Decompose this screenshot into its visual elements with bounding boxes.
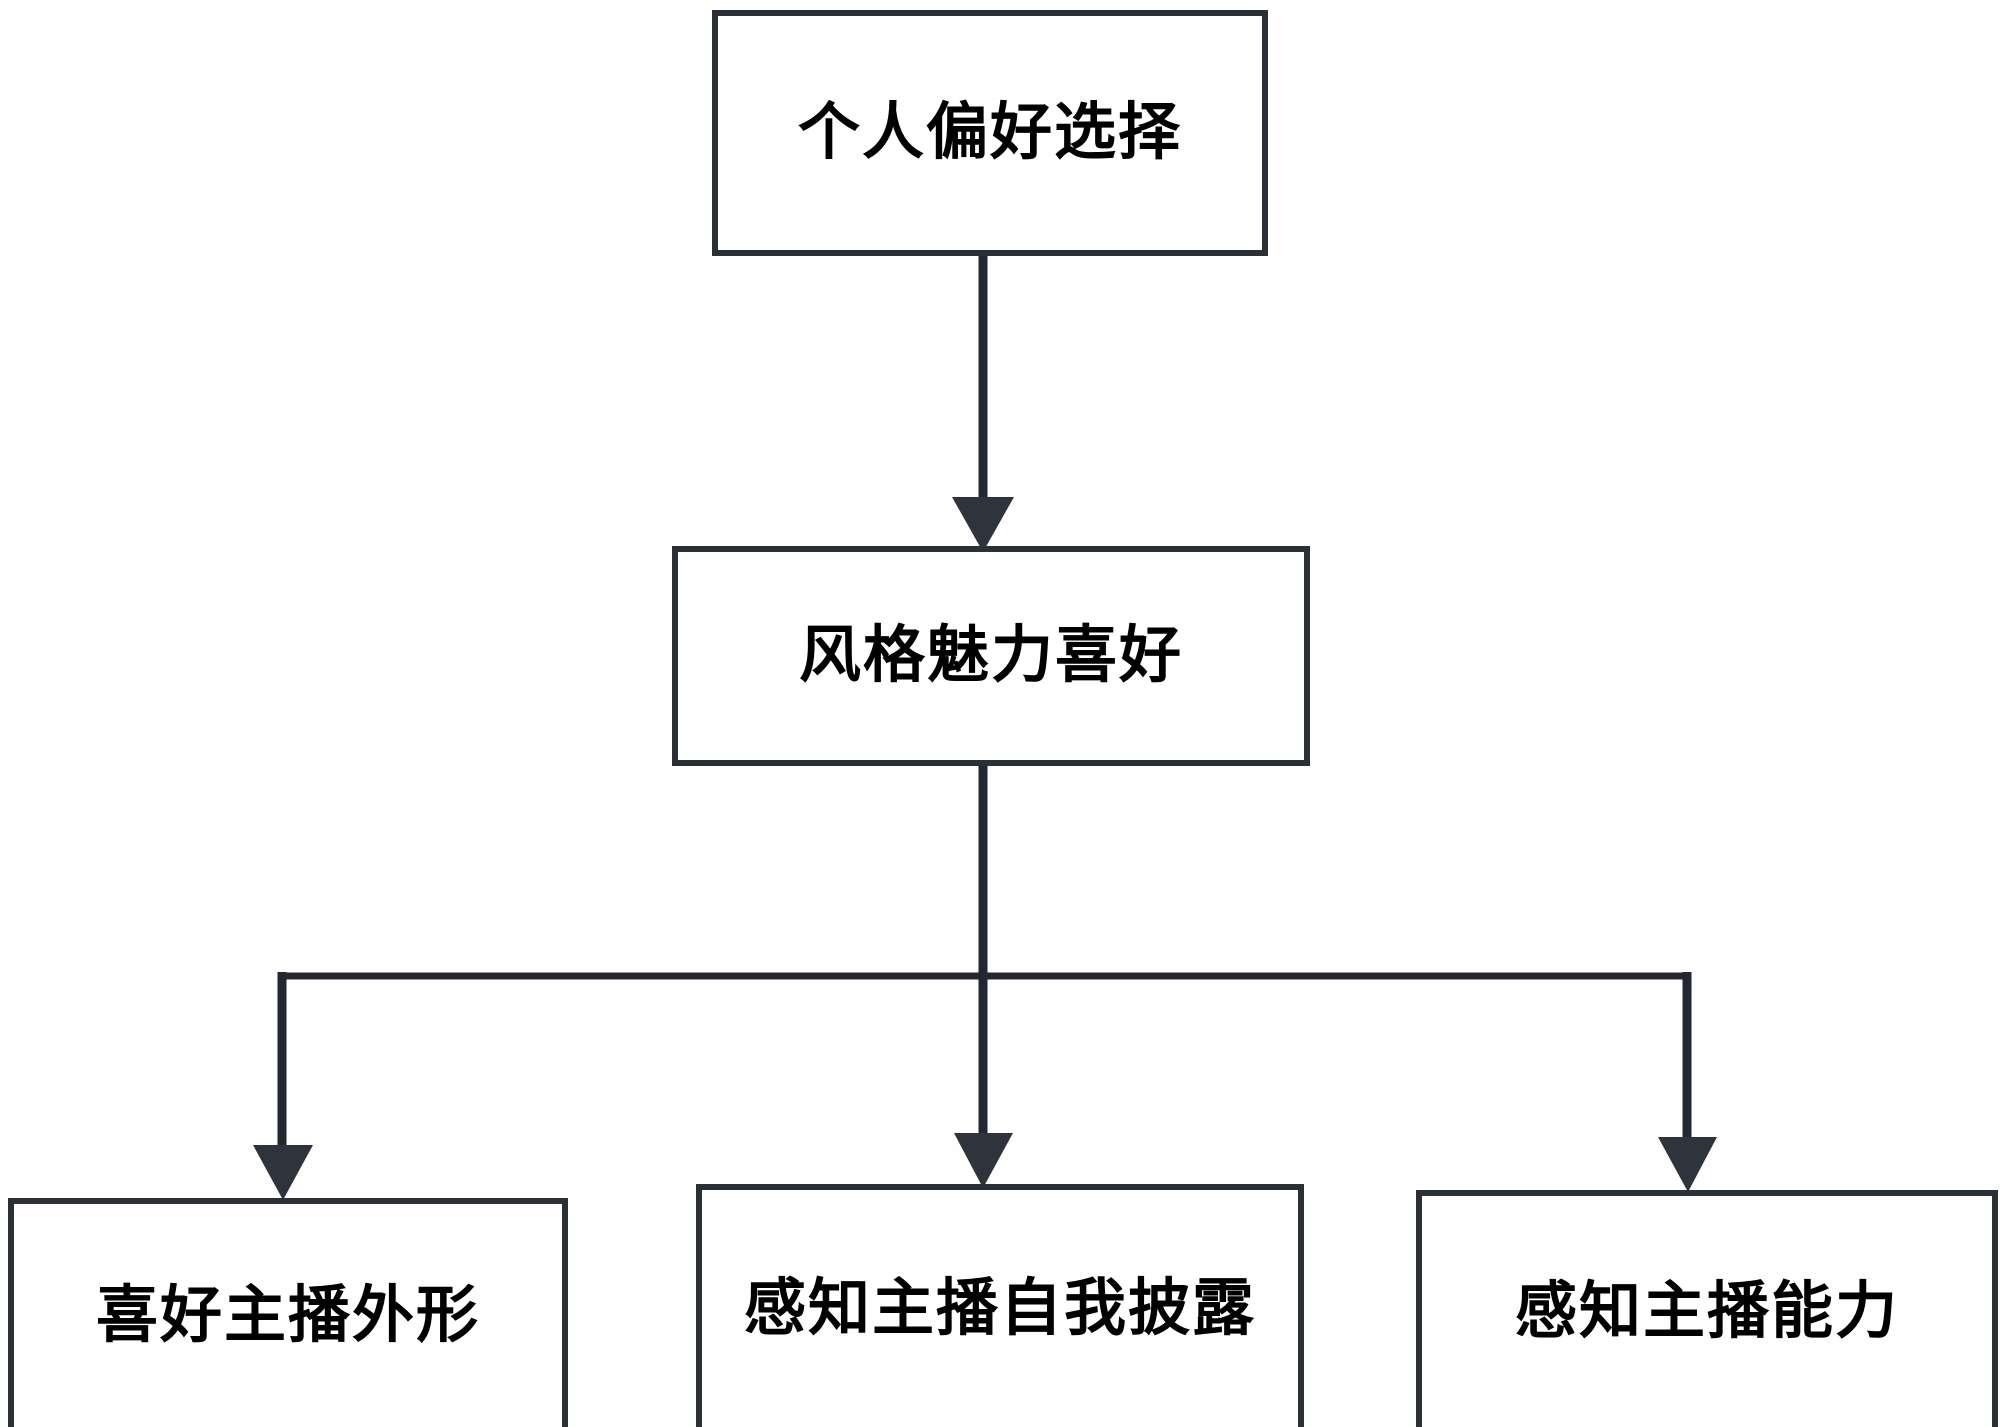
node-label: 风格魅力喜好 xyxy=(798,621,1183,691)
edge-root-to-style-arrowhead xyxy=(952,497,1014,552)
edge-style-to-leaf3-arrowhead xyxy=(1658,1137,1717,1192)
edge-style-to-leaf2 xyxy=(954,976,1013,1188)
node-perceived-host-self-disclosure[interactable]: 感知主播自我披露 xyxy=(696,1184,1304,1427)
node-label: 喜好主播外形 xyxy=(95,1280,480,1350)
node-personal-preference-choice[interactable]: 个人偏好选择 xyxy=(712,10,1268,256)
edge-root-to-style xyxy=(952,256,1014,552)
node-prefer-host-appearance[interactable]: 喜好主播外形 xyxy=(8,1198,568,1427)
edge-style-to-leaf1-arrowhead xyxy=(253,1145,313,1200)
node-label: 个人偏好选择 xyxy=(797,98,1182,168)
edge-style-to-leaf2-arrowhead xyxy=(954,1133,1013,1188)
node-perceived-host-ability[interactable]: 感知主播能力 xyxy=(1416,1190,1998,1427)
node-label: 感知主播能力 xyxy=(1514,1276,1899,1346)
edge-style-to-leaf1 xyxy=(253,972,313,1200)
edge-style-to-leaf3 xyxy=(1658,972,1717,1192)
node-style-charm-preference[interactable]: 风格魅力喜好 xyxy=(672,546,1310,766)
node-label: 感知主播自我披露 xyxy=(743,1273,1256,1343)
